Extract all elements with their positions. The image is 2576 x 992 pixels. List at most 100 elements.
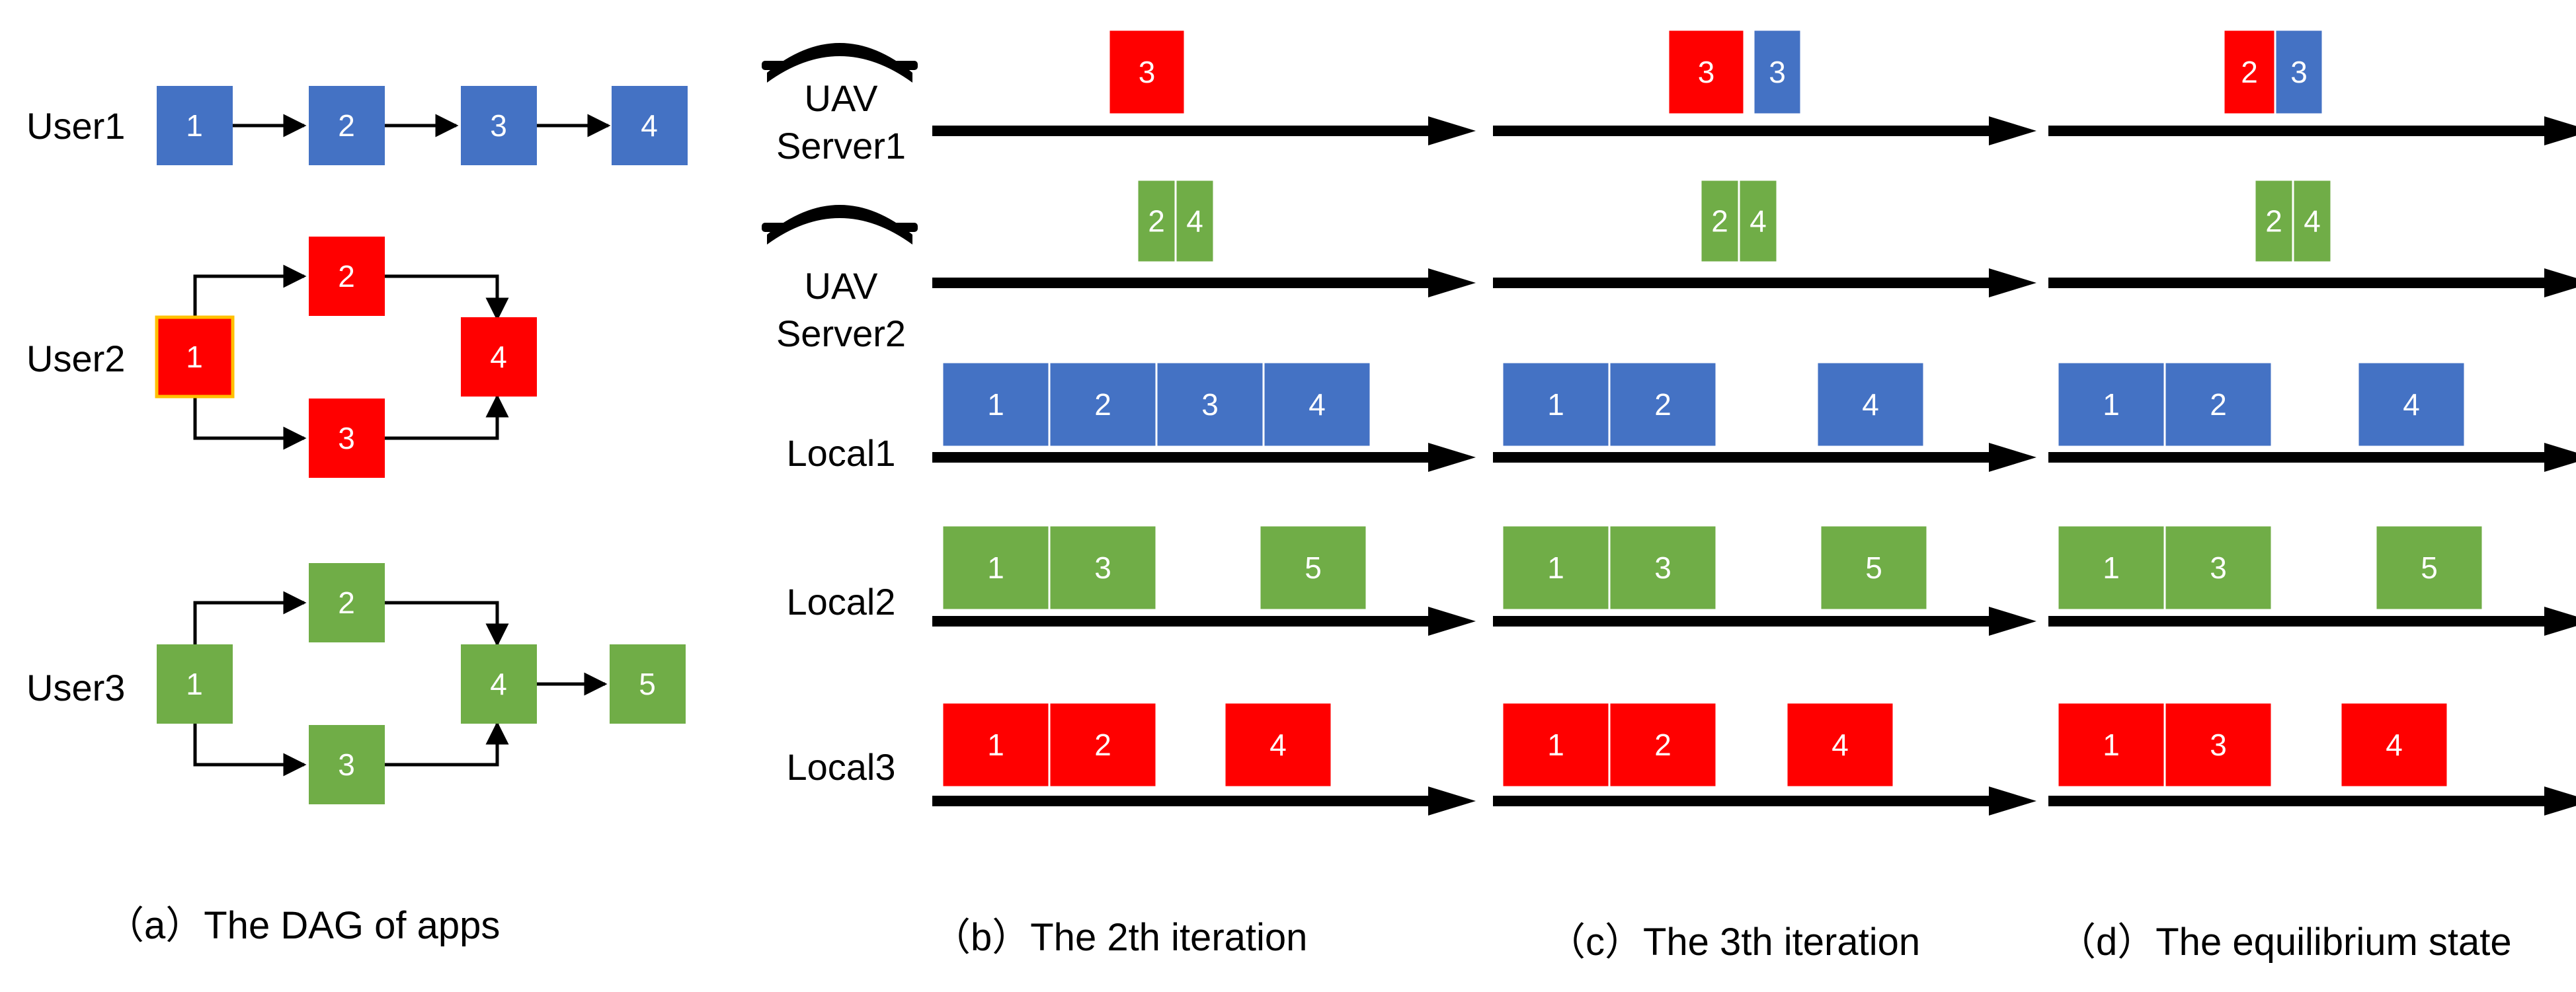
task-block-label: 5 [1865, 551, 1882, 585]
task-block [2056, 361, 2166, 448]
task-block [1819, 524, 1929, 611]
dag-node [309, 399, 385, 478]
task-block-label: 1 [1547, 387, 1564, 422]
task-block-label: 1 [987, 728, 1004, 762]
task-block-label: 4 [1308, 387, 1326, 422]
task-block-label: 4 [1186, 204, 1203, 239]
task-block-label: 4 [1750, 204, 1767, 239]
task-block [2339, 701, 2449, 788]
timeline-arrowhead [1428, 786, 1476, 816]
uav-icon [762, 43, 918, 83]
timeline-arrowhead [1428, 116, 1476, 145]
task-block [1262, 361, 1372, 448]
task-block [1223, 701, 1333, 788]
task-block [2163, 524, 2273, 611]
task-block [1258, 524, 1368, 611]
row-label-local1: Local1 [786, 432, 895, 474]
dag-node-label: 1 [186, 667, 203, 701]
task-block-label: 1 [1547, 551, 1564, 585]
dag-node-label: 3 [338, 421, 355, 455]
dag-node-label: 4 [490, 340, 507, 374]
task-block-label: 3 [1769, 55, 1786, 89]
task-block [1048, 361, 1158, 448]
timeline-arrowhead [1428, 268, 1476, 297]
task-block [1136, 178, 1177, 264]
dag-node [309, 725, 385, 804]
task-block-label: 1 [987, 551, 1004, 585]
task-block [941, 701, 1051, 788]
timeline-arrowhead [1989, 786, 2036, 816]
dag-edges [193, 114, 611, 777]
dag-node-label: 3 [338, 747, 355, 782]
task-block-label: 5 [2421, 551, 2438, 585]
task-block [2292, 178, 2333, 264]
dag-node [309, 563, 385, 642]
dag-node-label: 5 [639, 667, 656, 701]
task-block-label: 1 [2103, 387, 2120, 422]
task-block [1699, 178, 1740, 264]
task-block-label: 2 [1094, 728, 1111, 762]
task-block [1608, 524, 1718, 611]
user2-dag: 1 2 3 4 [155, 237, 537, 478]
dag-node-label: 2 [338, 259, 355, 293]
task-block-label: 3 [1139, 55, 1156, 89]
user3-label: User3 [26, 667, 125, 708]
task-block-label: 2 [2210, 387, 2227, 422]
user3-dag: 1 2 3 4 5 [157, 563, 686, 804]
task-block [1738, 178, 1779, 264]
task-block-label: 2 [2265, 204, 2282, 239]
task-block-label: 4 [2386, 728, 2403, 762]
task-block-label: 5 [1305, 551, 1322, 585]
task-block [1048, 701, 1158, 788]
dag-node [461, 86, 537, 165]
timeline-arrowhead [2544, 443, 2576, 472]
dag-node-highlighted [155, 315, 235, 399]
dag-node [461, 644, 537, 724]
task-block-label: 3 [2210, 551, 2227, 585]
row-label-uav2-line1: UAV [805, 265, 879, 307]
task-block-label: 2 [1711, 204, 1728, 239]
task-block [2163, 361, 2273, 448]
task-block [2163, 701, 2273, 788]
panel-a-dag: User1 User2 User3 1 2 [26, 86, 688, 947]
task-block-label: 1 [1547, 728, 1564, 762]
task-block-label: 2 [1148, 204, 1165, 239]
task-block [2222, 28, 2276, 116]
task-block-label: 4 [1862, 387, 1879, 422]
row-label-uav1-line2: Server1 [776, 125, 906, 167]
task-block [1048, 524, 1158, 611]
dag-node [157, 86, 233, 165]
dag-node-label: 4 [641, 108, 658, 143]
task-block-label: 4 [2403, 387, 2420, 422]
row-label-uav2-line2: Server2 [776, 313, 906, 354]
user1-label: User1 [26, 105, 125, 147]
user1-dag: 1 2 3 4 [157, 86, 688, 165]
task-block-label: 4 [2304, 204, 2321, 239]
task-block [2356, 361, 2466, 448]
dag-node [157, 644, 233, 724]
dag-node [612, 86, 688, 165]
task-block-label: 1 [987, 387, 1004, 422]
dag-node [309, 237, 385, 316]
task-block [941, 361, 1051, 448]
timeline-arrowhead [2544, 268, 2576, 297]
task-block [1501, 524, 1611, 611]
row-label-local2: Local2 [786, 581, 895, 623]
dag-node-label: 3 [490, 108, 507, 143]
row-label-uav1-line1: UAV [805, 77, 879, 119]
task-block-label: 4 [1831, 728, 1849, 762]
dag-node-label: 1 [186, 108, 203, 143]
task-block [1107, 28, 1186, 116]
task-block-label: 3 [1698, 55, 1715, 89]
caption-b: （b）The 2th iteration [932, 916, 1307, 959]
row-labels: UAV Server1 UAV Server2 Local1 Local2 Lo… [762, 43, 918, 788]
dag-node-label: 4 [490, 667, 507, 701]
task-block [1667, 28, 1746, 116]
task-block [2056, 701, 2166, 788]
timeline-arrowhead [1989, 443, 2036, 472]
